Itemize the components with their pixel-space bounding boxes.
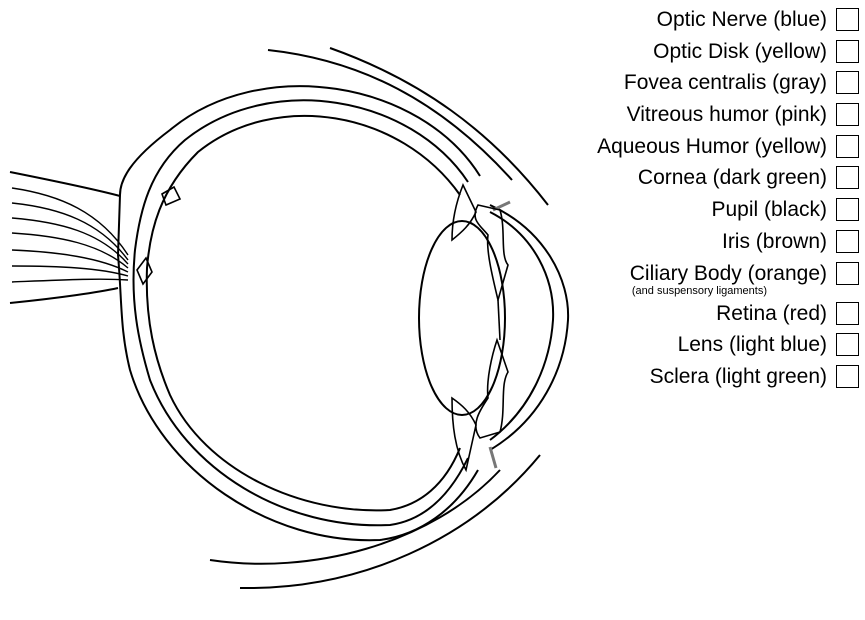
legend-label: Fovea centralis (gray) xyxy=(623,71,827,95)
optic-nerve-top xyxy=(9,171,121,197)
color-checkbox[interactable] xyxy=(836,166,859,190)
legend-item: Fovea centralis (gray) xyxy=(559,69,859,101)
legend-item: Aqueous Humor (yellow) xyxy=(559,133,859,165)
retina-layer xyxy=(145,115,461,512)
legend-label: Vitreous humor (pink) xyxy=(626,103,827,127)
color-checkbox[interactable] xyxy=(836,229,859,253)
legend-item: Optic Disk (yellow) xyxy=(559,38,859,70)
optic-disk-marker[interactable] xyxy=(136,256,153,286)
legend-note: (and suspensory ligaments) xyxy=(631,284,767,297)
legend-label: Ciliary Body (orange) xyxy=(629,261,827,285)
optic-nerve-fiber-5 xyxy=(11,249,129,273)
lower-eyelid xyxy=(209,469,501,565)
legend-item: Retina (red) xyxy=(559,300,859,332)
legend-item: Vitreous humor (pink) xyxy=(559,101,859,133)
color-checkbox[interactable] xyxy=(836,364,859,388)
legend-item: Iris (brown) xyxy=(559,228,859,260)
color-checkbox[interactable] xyxy=(836,39,859,63)
legend-item: Sclera (light green) xyxy=(559,363,859,395)
ciliary-body-top xyxy=(451,183,477,242)
legend-item: Pupil (black) xyxy=(559,196,859,228)
legend-item: Cornea (dark green) xyxy=(559,164,859,196)
iris-top xyxy=(474,204,509,304)
optic-nerve-fiber-6 xyxy=(11,265,129,277)
legend-label: Aqueous Humor (yellow) xyxy=(597,134,827,158)
color-checkbox[interactable] xyxy=(836,71,859,95)
color-checkbox[interactable] xyxy=(836,333,859,357)
cornea-edge-bottom xyxy=(488,446,498,469)
legend-label: Iris (brown) xyxy=(721,229,827,253)
sclera-outer xyxy=(116,85,481,542)
color-checkbox[interactable] xyxy=(836,8,859,31)
legend-item: Lens (light blue) xyxy=(559,331,859,363)
legend-item: Optic Nerve (blue) xyxy=(559,6,859,38)
color-checkbox[interactable] xyxy=(836,134,859,158)
optic-nerve-fiber-7 xyxy=(11,278,129,283)
color-checkbox[interactable] xyxy=(836,103,859,127)
optic-nerve-fiber-2 xyxy=(11,202,129,261)
optic-nerve-bottom xyxy=(9,287,119,304)
legend-label: Optic Disk (yellow) xyxy=(653,39,827,63)
legend-label: Retina (red) xyxy=(716,301,827,325)
color-checkbox[interactable] xyxy=(836,301,859,325)
optic-nerve-fiber-1 xyxy=(11,187,129,256)
choroid-layer xyxy=(132,99,469,527)
optic-nerve-fiber-3 xyxy=(11,217,129,265)
optic-nerve-fiber-4 xyxy=(11,232,129,269)
legend-label: Cornea (dark green) xyxy=(637,166,827,190)
legend-label: Pupil (black) xyxy=(711,198,827,222)
fovea-marker[interactable] xyxy=(161,185,182,207)
legend: Optic Nerve (blue) Optic Disk (yellow) Fov… xyxy=(559,6,859,395)
eye-diagram xyxy=(9,47,570,590)
ciliary-body-bottom xyxy=(451,396,477,473)
iris-bottom xyxy=(475,337,509,439)
upper-eyelid-inner xyxy=(329,47,549,206)
lens[interactable] xyxy=(418,220,506,416)
color-checkbox[interactable] xyxy=(836,198,859,222)
cornea xyxy=(489,204,570,451)
pupil-opening xyxy=(497,299,501,341)
legend-label: Sclera (light green) xyxy=(649,364,827,388)
lower-eyelid-inner xyxy=(239,454,541,590)
upper-eyelid xyxy=(267,49,513,181)
color-checkbox[interactable] xyxy=(836,261,859,285)
legend-label: Lens (light blue) xyxy=(677,333,827,357)
legend-item: Ciliary Body (orange)(and suspensory lig… xyxy=(559,260,859,300)
legend-label: Optic Nerve (blue) xyxy=(656,8,827,31)
cornea-inner xyxy=(489,211,555,441)
